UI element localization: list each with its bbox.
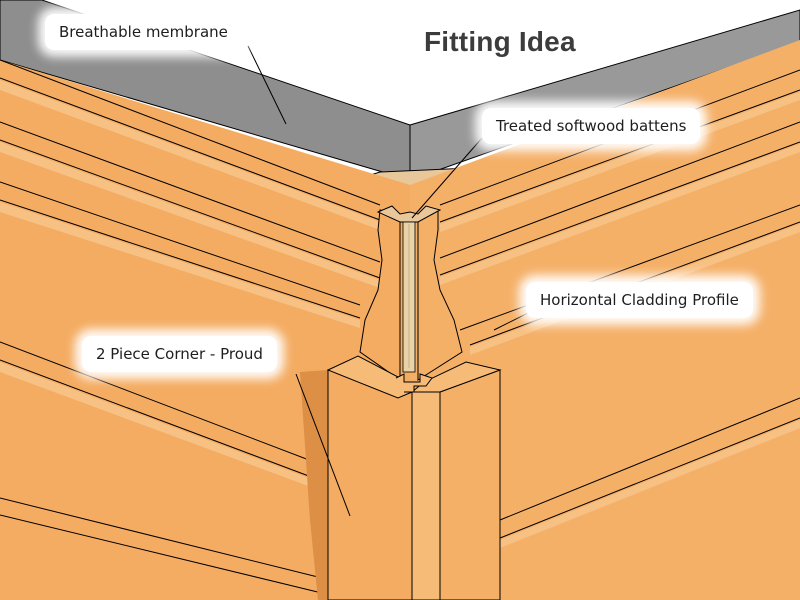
corner-piece-left-face (327, 369, 413, 600)
corner-post-profile-right (417, 209, 463, 381)
leader-cladding (493, 311, 531, 331)
cladding-left-boards (0, 59, 381, 596)
leader-corner (295, 373, 351, 517)
label-breathable-membrane: Breathable membrane (45, 14, 242, 50)
diagram-title: Fitting Idea (424, 26, 576, 57)
corner-joint-detail (395, 373, 433, 393)
leader-lines (247, 45, 531, 517)
leader-membrane (247, 45, 287, 125)
corner-piece-right-side (439, 369, 501, 600)
cladding-left-highlights (0, 80, 380, 494)
leader-battens (411, 137, 483, 219)
corner-piece-right-front (411, 391, 441, 600)
label-two-piece-corner: 2 Piece Corner - Proud (82, 336, 277, 372)
corner-piece-left-shadow (300, 370, 328, 600)
corner-post-profile-left (359, 209, 401, 381)
label-treated-battens: Treated softwood battens (482, 108, 701, 144)
label-horizontal-cladding: Horizontal Cladding Profile (526, 282, 753, 318)
